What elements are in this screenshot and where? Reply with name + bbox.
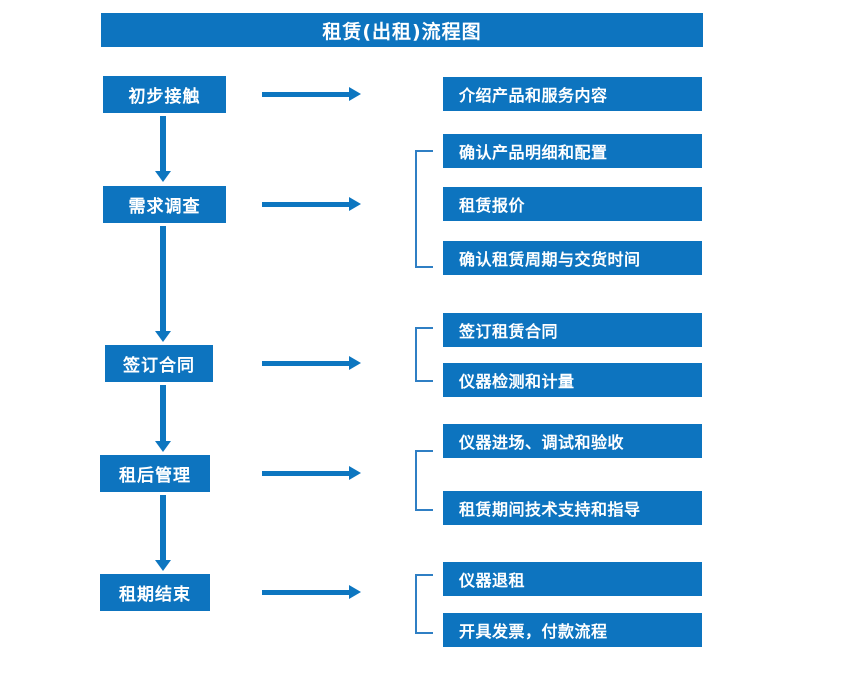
arrow-head <box>349 356 361 370</box>
arrow-shaft <box>160 385 166 441</box>
arrow-shaft <box>262 361 349 366</box>
arrow-shaft <box>262 202 349 207</box>
detail-box-4[interactable]: 确认租赁周期与交货时间 <box>443 241 702 275</box>
arrow-head <box>349 466 361 480</box>
arrow-head <box>155 560 171 571</box>
detail-box-2[interactable]: 确认产品明细和配置 <box>443 134 702 168</box>
detail-box-10[interactable]: 开具发票，付款流程 <box>443 613 702 647</box>
down-arrow-stage4-stage5 <box>155 495 171 571</box>
arrow-head <box>155 171 171 182</box>
detail-box-1[interactable]: 介绍产品和服务内容 <box>443 77 702 111</box>
arrow-shaft <box>160 116 166 171</box>
arrow-head <box>349 585 361 599</box>
detail-box-5[interactable]: 签订租赁合同 <box>443 313 702 347</box>
arrow-head <box>155 331 171 342</box>
detail-box-3[interactable]: 租赁报价 <box>443 187 702 221</box>
arrow-shaft <box>160 226 166 331</box>
right-arrow-stage5 <box>262 585 361 599</box>
group-bracket-5 <box>415 574 433 634</box>
stage-node-1[interactable]: 初步接触 <box>103 76 226 113</box>
stage-node-2[interactable]: 需求调查 <box>103 186 226 223</box>
group-bracket-3 <box>415 327 433 382</box>
arrow-shaft <box>262 590 349 595</box>
page-title: 租赁(出租)流程图 <box>101 13 703 47</box>
arrow-head <box>349 87 361 101</box>
down-arrow-stage3-stage4 <box>155 385 171 452</box>
stage-node-3[interactable]: 签订合同 <box>105 345 213 382</box>
arrow-shaft <box>160 495 166 560</box>
right-arrow-stage1 <box>262 87 361 101</box>
arrow-head <box>349 197 361 211</box>
right-arrow-stage3 <box>262 356 361 370</box>
arrow-head <box>155 441 171 452</box>
detail-box-6[interactable]: 仪器检测和计量 <box>443 363 702 397</box>
right-arrow-stage4 <box>262 466 361 480</box>
group-bracket-2 <box>415 150 433 268</box>
stage-node-5[interactable]: 租期结束 <box>100 574 210 611</box>
arrow-shaft <box>262 92 349 97</box>
group-bracket-4 <box>415 450 433 511</box>
down-arrow-stage1-stage2 <box>155 116 171 182</box>
right-arrow-stage2 <box>262 197 361 211</box>
stage-node-4[interactable]: 租后管理 <box>100 455 210 492</box>
detail-box-7[interactable]: 仪器进场、调试和验收 <box>443 424 702 458</box>
down-arrow-stage2-stage3 <box>155 226 171 342</box>
detail-box-9[interactable]: 仪器退租 <box>443 562 702 596</box>
arrow-shaft <box>262 471 349 476</box>
detail-box-8[interactable]: 租赁期间技术支持和指导 <box>443 491 702 525</box>
